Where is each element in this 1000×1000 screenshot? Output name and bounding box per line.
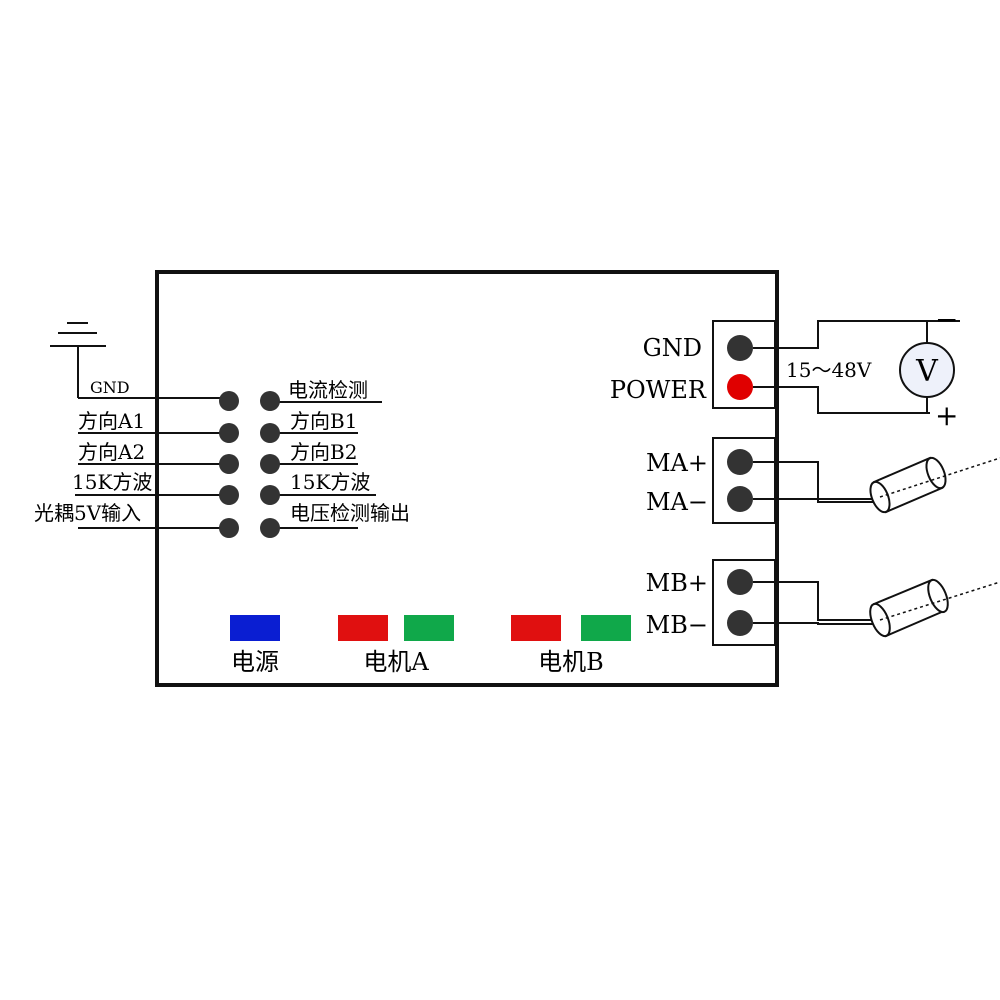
motor-wires <box>753 461 880 625</box>
header-pin <box>219 518 239 538</box>
header-pin <box>219 485 239 505</box>
indicator-label-motor-b: 电机B <box>538 648 604 676</box>
supply-minus-sign: − <box>935 303 958 336</box>
ma-plus-pin <box>727 449 753 475</box>
power-terminal-pin <box>727 374 753 400</box>
indicator-label-power: 电源 <box>231 648 279 676</box>
motor-a-led-green <box>404 615 454 641</box>
indicator-label-motor-a: 电机A <box>363 648 429 676</box>
pin-label-dir-a1: 方向A1 <box>78 409 145 433</box>
pin-label-dir-a2: 方向A2 <box>78 440 145 464</box>
pin-label-opto-5v: 光耦5V输入 <box>34 501 141 525</box>
right-wires <box>270 401 382 529</box>
header-pins <box>219 391 280 538</box>
gnd-terminal-pin <box>727 335 753 361</box>
terminal-label-ma-minus: MA− <box>646 488 708 516</box>
voltmeter <box>899 342 955 398</box>
pin-label-current-detect: 电流检测 <box>288 378 368 402</box>
pin-label-15k-b: 15K方波 <box>290 470 370 494</box>
motor-b-icon <box>869 578 1000 638</box>
pin-label-dir-b1: 方向B1 <box>290 409 357 433</box>
left-wires <box>75 432 229 529</box>
ground-icon <box>50 322 229 399</box>
mb-plus-pin <box>727 569 753 595</box>
header-pin <box>260 423 280 443</box>
header-pin <box>260 454 280 474</box>
supply-voltage-label: 15～48V <box>786 358 872 382</box>
header-pin <box>219 423 239 443</box>
motor-b-led-green <box>581 615 631 641</box>
motor-a-led-red <box>338 615 388 641</box>
terminal-label-ma-plus: MA+ <box>646 449 708 477</box>
header-pin <box>260 485 280 505</box>
motor-a-icon <box>869 456 1000 514</box>
header-pin <box>260 391 280 411</box>
terminal-label-gnd: GND <box>643 334 702 362</box>
header-pin <box>260 518 280 538</box>
ma-minus-pin <box>727 486 753 512</box>
pin-label-voltage-out: 电压检测输出 <box>290 501 410 525</box>
pin-label-gnd: GND <box>90 378 130 397</box>
terminal-label-mb-minus: MB− <box>646 611 708 639</box>
header-pin <box>219 391 239 411</box>
terminal-label-power: POWER <box>610 376 707 404</box>
supply-plus-sign: + <box>935 399 958 432</box>
pin-label-15k-a: 15K方波 <box>72 470 152 494</box>
voltmeter-symbol: V <box>915 354 939 389</box>
header-pin <box>219 454 239 474</box>
motor-b-led-red <box>511 615 561 641</box>
mb-minus-pin <box>727 610 753 636</box>
terminal-label-mb-plus: MB+ <box>646 569 708 597</box>
driver-board <box>155 270 779 687</box>
power-led <box>230 615 280 641</box>
pin-label-dir-b2: 方向B2 <box>290 440 357 464</box>
